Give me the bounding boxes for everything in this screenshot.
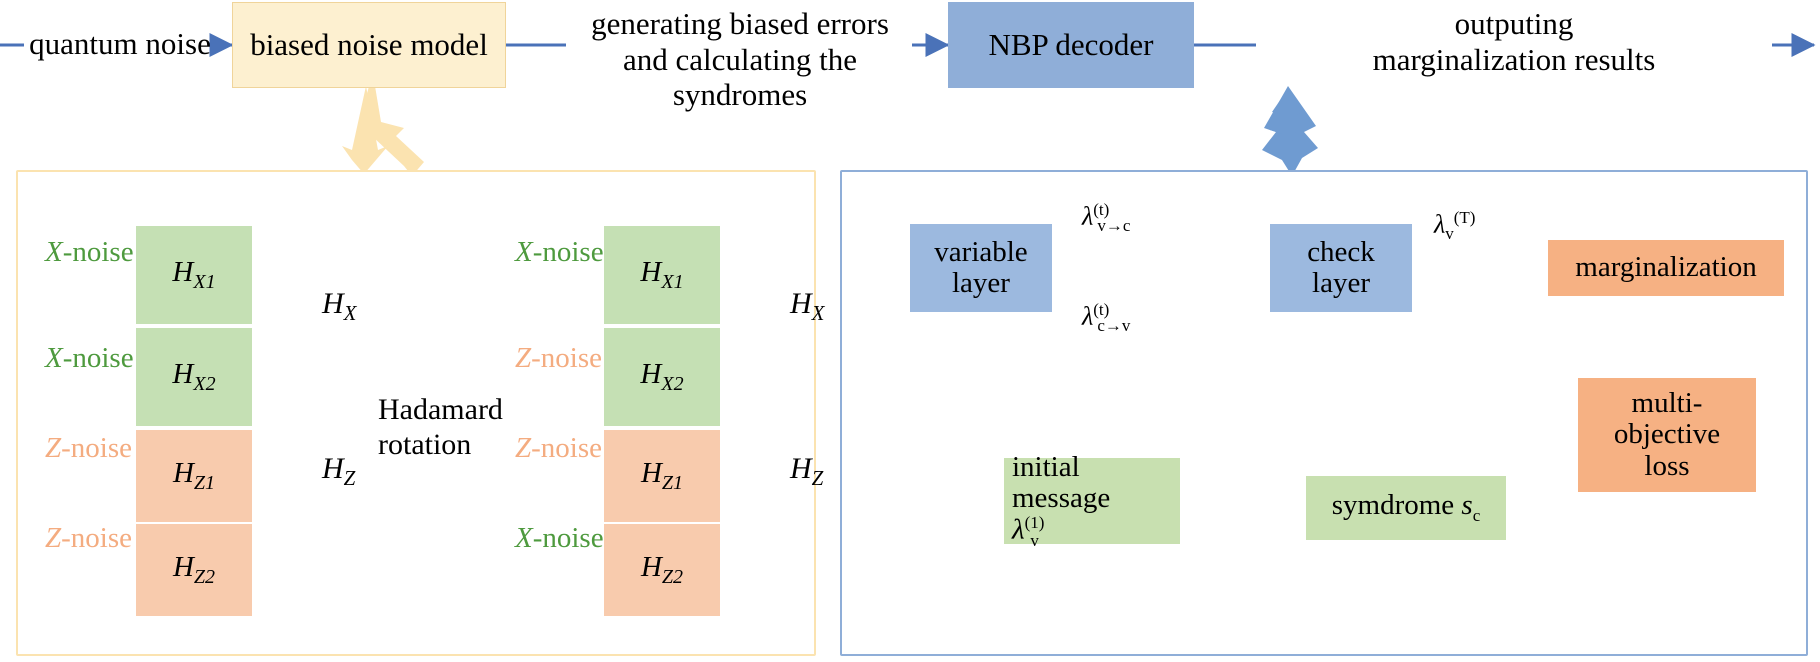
col1-label-hx: HX xyxy=(322,286,357,325)
col2-label-hx: HX xyxy=(790,286,825,325)
col1-noise-label-4: Z-noise xyxy=(45,522,133,555)
col2-matrix-hx2[interactable]: HX2 xyxy=(604,328,720,426)
message-label-c-to-v: λ(t)c→v xyxy=(1082,300,1131,335)
col1-matrix-hx2[interactable]: HX2 xyxy=(136,328,252,426)
col2-noise-label-2: Z-noise xyxy=(515,342,603,375)
quantum-noise-label: quantum noise xyxy=(29,26,211,61)
syndrome-box[interactable]: symdrome sc xyxy=(1306,476,1506,540)
nbp-decoder-box[interactable]: NBP decoder xyxy=(948,2,1194,88)
col1-matrix-hx1[interactable]: HX1 xyxy=(136,226,252,324)
col1-noise-label-1: X-noise xyxy=(45,236,134,269)
biased-noise-model-box[interactable]: biased noise model xyxy=(232,2,506,88)
multi-objective-loss-box[interactable]: multi- objective loss xyxy=(1578,378,1756,492)
col2-matrix-hz1[interactable]: HZ1 xyxy=(604,430,720,522)
col2-label-hz: HZ xyxy=(790,451,824,490)
col2-noise-label-3: Z-noise xyxy=(515,432,603,465)
col2-matrix-hz2[interactable]: HZ2 xyxy=(604,524,720,616)
col1-noise-label-3: Z-noise xyxy=(45,432,133,465)
hadamard-rotation-label: Hadamard rotation xyxy=(378,393,503,462)
col1-label-hz: HZ xyxy=(322,451,356,490)
col1-matrix-hz1[interactable]: HZ1 xyxy=(136,430,252,522)
marginalization-box[interactable]: marginalization xyxy=(1548,240,1784,296)
noise-model-expand-arrow xyxy=(342,86,424,176)
outputing-results-label: outputing marginalization results xyxy=(1372,6,1656,77)
col2-noise-label-4: X-noise xyxy=(515,522,604,555)
message-label-v-to-c: λ(t)v→c xyxy=(1082,200,1131,235)
col1-matrix-hz2[interactable]: HZ2 xyxy=(136,524,252,616)
nbp-expand-arrow xyxy=(1262,86,1318,176)
variable-layer-box[interactable]: variable layer xyxy=(910,224,1052,312)
generating-errors-label: generating biased errors and calculating… xyxy=(591,6,889,113)
col2-matrix-hx1[interactable]: HX1 xyxy=(604,226,720,324)
message-label-marginal: λv(T) xyxy=(1434,208,1476,243)
col1-noise-label-2: X-noise xyxy=(45,342,134,375)
initial-message-box[interactable]: initial message λ(1)v xyxy=(1004,451,1180,550)
check-layer-box[interactable]: check layer xyxy=(1270,224,1412,312)
col2-noise-label-1: X-noise xyxy=(515,236,604,269)
